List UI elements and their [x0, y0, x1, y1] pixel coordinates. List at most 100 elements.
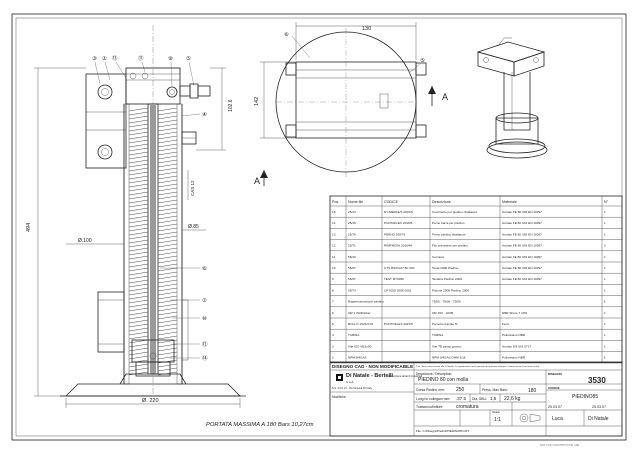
bom-cell: 1	[604, 333, 606, 337]
bom-cell: 2	[332, 356, 334, 360]
bom-cell: Ferro	[502, 322, 510, 326]
balloon-12: ⑫	[202, 340, 208, 348]
bom-cell: Acciaio FE 80 UNI EN 10097	[502, 255, 542, 259]
bom-cell: 12	[332, 244, 336, 248]
bom-header: N°	[604, 200, 609, 204]
sheet-border	[11, 13, 627, 441]
bom-cell: TEST M70036	[384, 277, 404, 281]
bom-cell: Perno piedino ribaltatore	[432, 232, 466, 236]
bom-cell: 25/13	[348, 210, 356, 214]
bom-cell: 13	[332, 232, 336, 236]
section-balloon-6: ⑥	[284, 31, 289, 38]
dia-label: Dia. SBU:	[472, 397, 487, 401]
author-value: Luca	[552, 416, 563, 422]
description-label: Descrizione / Description:	[416, 372, 452, 376]
bom-cell: 5	[332, 322, 334, 326]
bom-cell: Acciaio FE 80 UNI EN 10097	[502, 244, 542, 248]
balloons-right: ④ ⑥ ⑦ ⑩ ⑫ ⑭	[202, 111, 208, 362]
bom-cell: 2	[604, 244, 606, 248]
bom-cell: 1	[604, 266, 606, 270]
bom-cell: 15	[332, 210, 336, 214]
bom-cell: ROLLO 15x5xCx5	[348, 322, 373, 326]
bom-cell: 11	[332, 255, 335, 259]
balloons-top: ③ ① ⑬ ⑪ ⑨ ⑤	[92, 54, 191, 62]
isometric-view	[476, 37, 548, 159]
bom-cell: 55/73	[348, 288, 356, 292]
bom-cell: DY-MERLE/T-2001/5	[384, 210, 413, 214]
dim-inner-diameter: Ø.85	[188, 224, 199, 230]
company-name: Di Natale - Bertelli	[346, 373, 394, 379]
bom-cell: 1	[604, 311, 606, 315]
bom-header: Nome file	[348, 200, 363, 204]
bom-cell: 1	[604, 356, 606, 360]
company-sub: costruzione attrezzi industriali	[388, 374, 422, 378]
balloon-11: ⑪	[138, 54, 144, 62]
bom-cell: 55/37	[348, 266, 356, 270]
company-suffix: S.p.A.	[346, 380, 354, 384]
bom-cell: 25/76	[348, 232, 356, 236]
scale-value: 1:1	[494, 417, 501, 423]
lung-value: .37.5	[456, 396, 467, 401]
bom-cell: 10	[332, 266, 336, 270]
bom-cell: 4	[332, 333, 334, 337]
title-block	[329, 361, 623, 437]
bom-cell: PUNTAFLEX 2016/5	[384, 221, 413, 225]
sheet-foot: NOT FOR CONSTRUCTION USE	[540, 443, 580, 447]
bom-cell: 1	[604, 300, 606, 304]
section-width-dim: 130	[362, 26, 371, 32]
bom-header: Materiale	[502, 200, 517, 204]
bom-cell: 1	[604, 277, 606, 281]
balloon-3: ③	[92, 55, 97, 62]
bom-cell: Pistone 2006 Piedino 2006	[432, 288, 469, 292]
pmax-value: 180	[528, 388, 537, 394]
balloon-7: ⑦	[202, 297, 207, 304]
bom-cell: OR 153 - 10/05	[432, 311, 453, 315]
bom-cell: 1	[604, 221, 606, 225]
drawing-number: 3530	[588, 376, 606, 385]
bom-cell: Vite ISO M16x50	[348, 344, 372, 348]
bom-cell: Rappresentazione piedino	[348, 300, 384, 304]
dimension-lines	[34, 67, 241, 408]
bom-header: Pos.	[332, 200, 339, 204]
bom-cell: 7	[332, 300, 334, 304]
date2-value: 25.03.07	[592, 405, 606, 409]
finish-value: cromatura	[456, 404, 479, 410]
section-letter-left: A	[254, 176, 260, 186]
balloon-4: ④	[202, 111, 207, 118]
bom-cell: Poliuretano NBR	[502, 333, 526, 337]
bom-cell: 25/71	[348, 244, 356, 248]
bom-cell: Acciaio FE 80 UNI EN 10097	[502, 266, 542, 270]
bom-cell: TUBINA	[348, 333, 360, 337]
scale-label: Scala	[492, 410, 500, 414]
drawing-number-label: DISEGNO	[548, 372, 563, 376]
bom-cell: OR 2 ISOParker	[348, 311, 371, 315]
bom-cell: Acciaio FE 80 UNI EN 10097	[502, 210, 542, 214]
bom-cell: RIMPIEGNI 2016/46	[384, 244, 412, 248]
bom-cell: Testa 2006 Piedino	[432, 266, 459, 270]
bom-cell: 9	[332, 277, 334, 281]
drawing-note: DISEGNO CAD - NON MODIFICABILE	[332, 364, 413, 369]
bom-cell: Cerniera	[432, 255, 444, 259]
bom-cell: 1	[604, 344, 606, 348]
section-view-a	[260, 22, 436, 186]
bom-cell: 25/15	[348, 221, 356, 225]
bom-cell: NPM 3/4GAS	[348, 356, 367, 360]
company-address: S.S. 3 Km 21 - Via Venezia (FI) Italy	[332, 387, 373, 390]
bom-header: CODICE	[384, 200, 399, 204]
description-value: PIEDINO 80 con molla	[418, 377, 469, 383]
bom-cell: Filo prevedere per piedino	[432, 244, 468, 248]
bom-cell: 8	[332, 288, 334, 292]
balloon-6: ⑥	[202, 265, 207, 272]
section-height-dim: 142	[254, 97, 260, 106]
bom-cell: CTS RS/FGS* 6P 20C	[384, 266, 416, 270]
bom-cell: 1	[604, 288, 606, 292]
bom-cell: 1	[604, 210, 606, 214]
dim-overall-height: 494	[26, 223, 32, 232]
balloon-5: ⑤	[186, 55, 191, 62]
finish-label: Trattam.to/finiture:	[416, 405, 443, 409]
pmax-label: Press. Max Bars:	[482, 388, 508, 392]
balloon-1: ①	[102, 55, 107, 62]
dim-tube-diameter: Ø.100	[78, 238, 92, 244]
date-value: 25.03.07	[548, 405, 562, 409]
